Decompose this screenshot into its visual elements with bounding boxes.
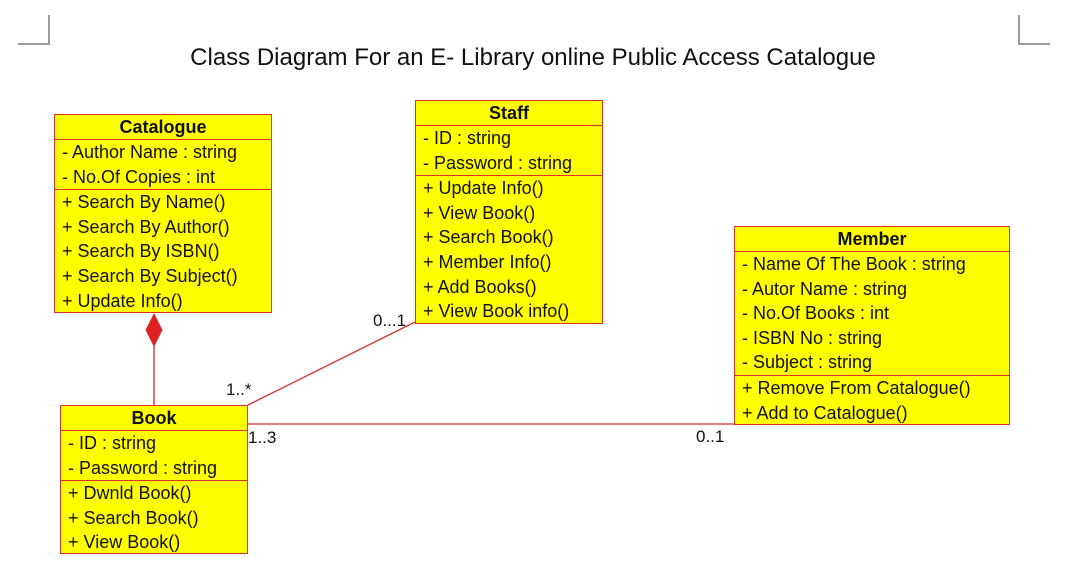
method: + Search By ISBN() — [62, 241, 220, 262]
method: + Add to Catalogue() — [742, 402, 908, 423]
staff-class[interactable]: Staff - ID : string - Password : string … — [415, 100, 603, 324]
attribute: - No.Of Books : int — [742, 303, 890, 324]
method: + Update Info() — [62, 290, 183, 311]
crop-mark-top-left — [18, 15, 50, 45]
method: + Search By Subject() — [62, 265, 238, 286]
method: + View Book info() — [423, 301, 570, 322]
class-name: Book — [61, 406, 247, 431]
class-name: Staff — [416, 101, 602, 126]
attribute: - Name Of The Book : string — [742, 254, 966, 274]
attributes-section: - ID : string - Password : string — [416, 126, 602, 177]
method: + Add Books() — [423, 276, 537, 297]
attribute: - Subject : string — [742, 352, 873, 373]
methods-section: + Search By Name() + Search By Author() … — [55, 190, 271, 313]
method: + View Book() — [423, 202, 536, 223]
method: + View Book() — [68, 532, 181, 553]
method: + Search Book() — [423, 227, 554, 248]
method: + Remove From Catalogue() — [742, 377, 971, 398]
book-class[interactable]: Book - ID : string - Password : string +… — [60, 405, 248, 554]
method: + Member Info() — [423, 251, 552, 272]
multiplicity-staff: 0...1 — [373, 311, 407, 330]
attribute: - ID : string — [68, 433, 157, 453]
attribute: - Autor Name : string — [742, 278, 908, 299]
method: + Search Book() — [68, 507, 199, 528]
member-class[interactable]: Member - Name Of The Book : string - Aut… — [734, 226, 1010, 425]
attribute: - ISBN No : string — [742, 327, 883, 348]
multiplicity-book-staff: 1..* — [226, 380, 252, 399]
methods-section: + Remove From Catalogue() + Add to Catal… — [735, 376, 1009, 425]
attribute: - Password : string — [423, 152, 573, 173]
method: + Search By Author() — [62, 216, 230, 237]
multiplicity-member: 0..1 — [696, 427, 725, 446]
book-staff-association — [247, 321, 416, 406]
method: + Dwnld Book() — [68, 483, 192, 504]
method: + Search By Name() — [62, 192, 226, 213]
crop-mark-top-right — [1018, 15, 1050, 45]
multiplicity-book-member: 1..3 — [248, 428, 277, 447]
class-name: Catalogue — [55, 115, 271, 140]
attributes-section: - Author Name : string - No.Of Copies : … — [55, 140, 271, 191]
catalogue-class[interactable]: Catalogue - Author Name : string - No.Of… — [54, 114, 272, 313]
methods-section: + Dwnld Book() + Search Book() + View Bo… — [61, 481, 247, 555]
attribute: - Password : string — [68, 457, 218, 478]
attributes-section: - ID : string - Password : string — [61, 431, 247, 482]
attribute: - No.Of Copies : int — [62, 166, 216, 187]
method: + Update Info() — [423, 178, 544, 199]
class-name: Member — [735, 227, 1009, 252]
diagram-title: Class Diagram For an E- Library online P… — [190, 44, 876, 71]
methods-section: + Update Info() + View Book() + Search B… — [416, 176, 602, 324]
attribute: - ID : string — [423, 128, 512, 148]
attributes-section: - Name Of The Book : string - Autor Name… — [735, 252, 1009, 376]
composition-diamond — [145, 312, 163, 348]
attribute: - Author Name : string — [62, 142, 238, 162]
